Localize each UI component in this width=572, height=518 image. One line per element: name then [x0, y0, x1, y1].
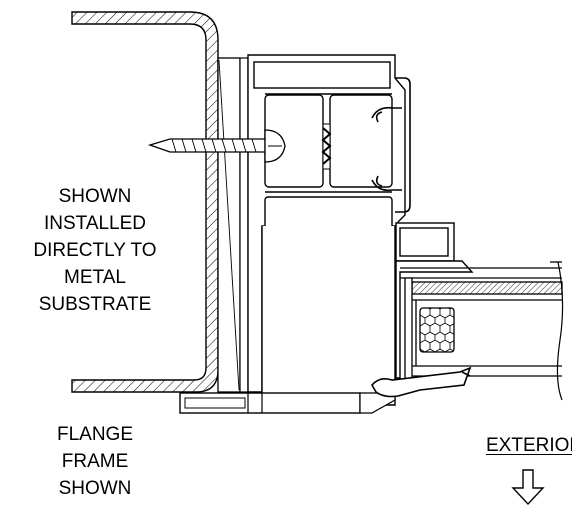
metal-substrate	[71, 11, 219, 393]
flange-note: FLANGE FRAME SHOWN	[40, 421, 150, 502]
note-line-4: METAL	[64, 267, 126, 288]
flange-base	[179, 392, 396, 414]
note-line-5: SUBSTRATE	[38, 294, 152, 315]
exterior-label: EXTERIOR	[486, 435, 572, 456]
fastener-screw	[147, 129, 286, 163]
note-line-3: DIRECTLY TO	[33, 240, 157, 261]
note-line-1: SHOWN	[58, 186, 132, 207]
shim	[217, 57, 249, 393]
snap-clip	[371, 77, 411, 213]
flange-line-3: SHOWN	[58, 478, 132, 499]
frame-extrusion	[247, 54, 474, 406]
flange-line-1: FLANGE	[56, 424, 134, 445]
glazing-unit	[400, 261, 564, 401]
note-line-2: INSTALLED	[43, 213, 147, 234]
installation-note: SHOWN INSTALLED DIRECTLY TO METAL SUBSTR…	[5, 183, 185, 318]
flange-line-2: FRAME	[61, 451, 129, 472]
thermal-break	[321, 123, 332, 170]
arrow-down-icon	[511, 469, 545, 506]
glazing-bead	[371, 366, 472, 398]
